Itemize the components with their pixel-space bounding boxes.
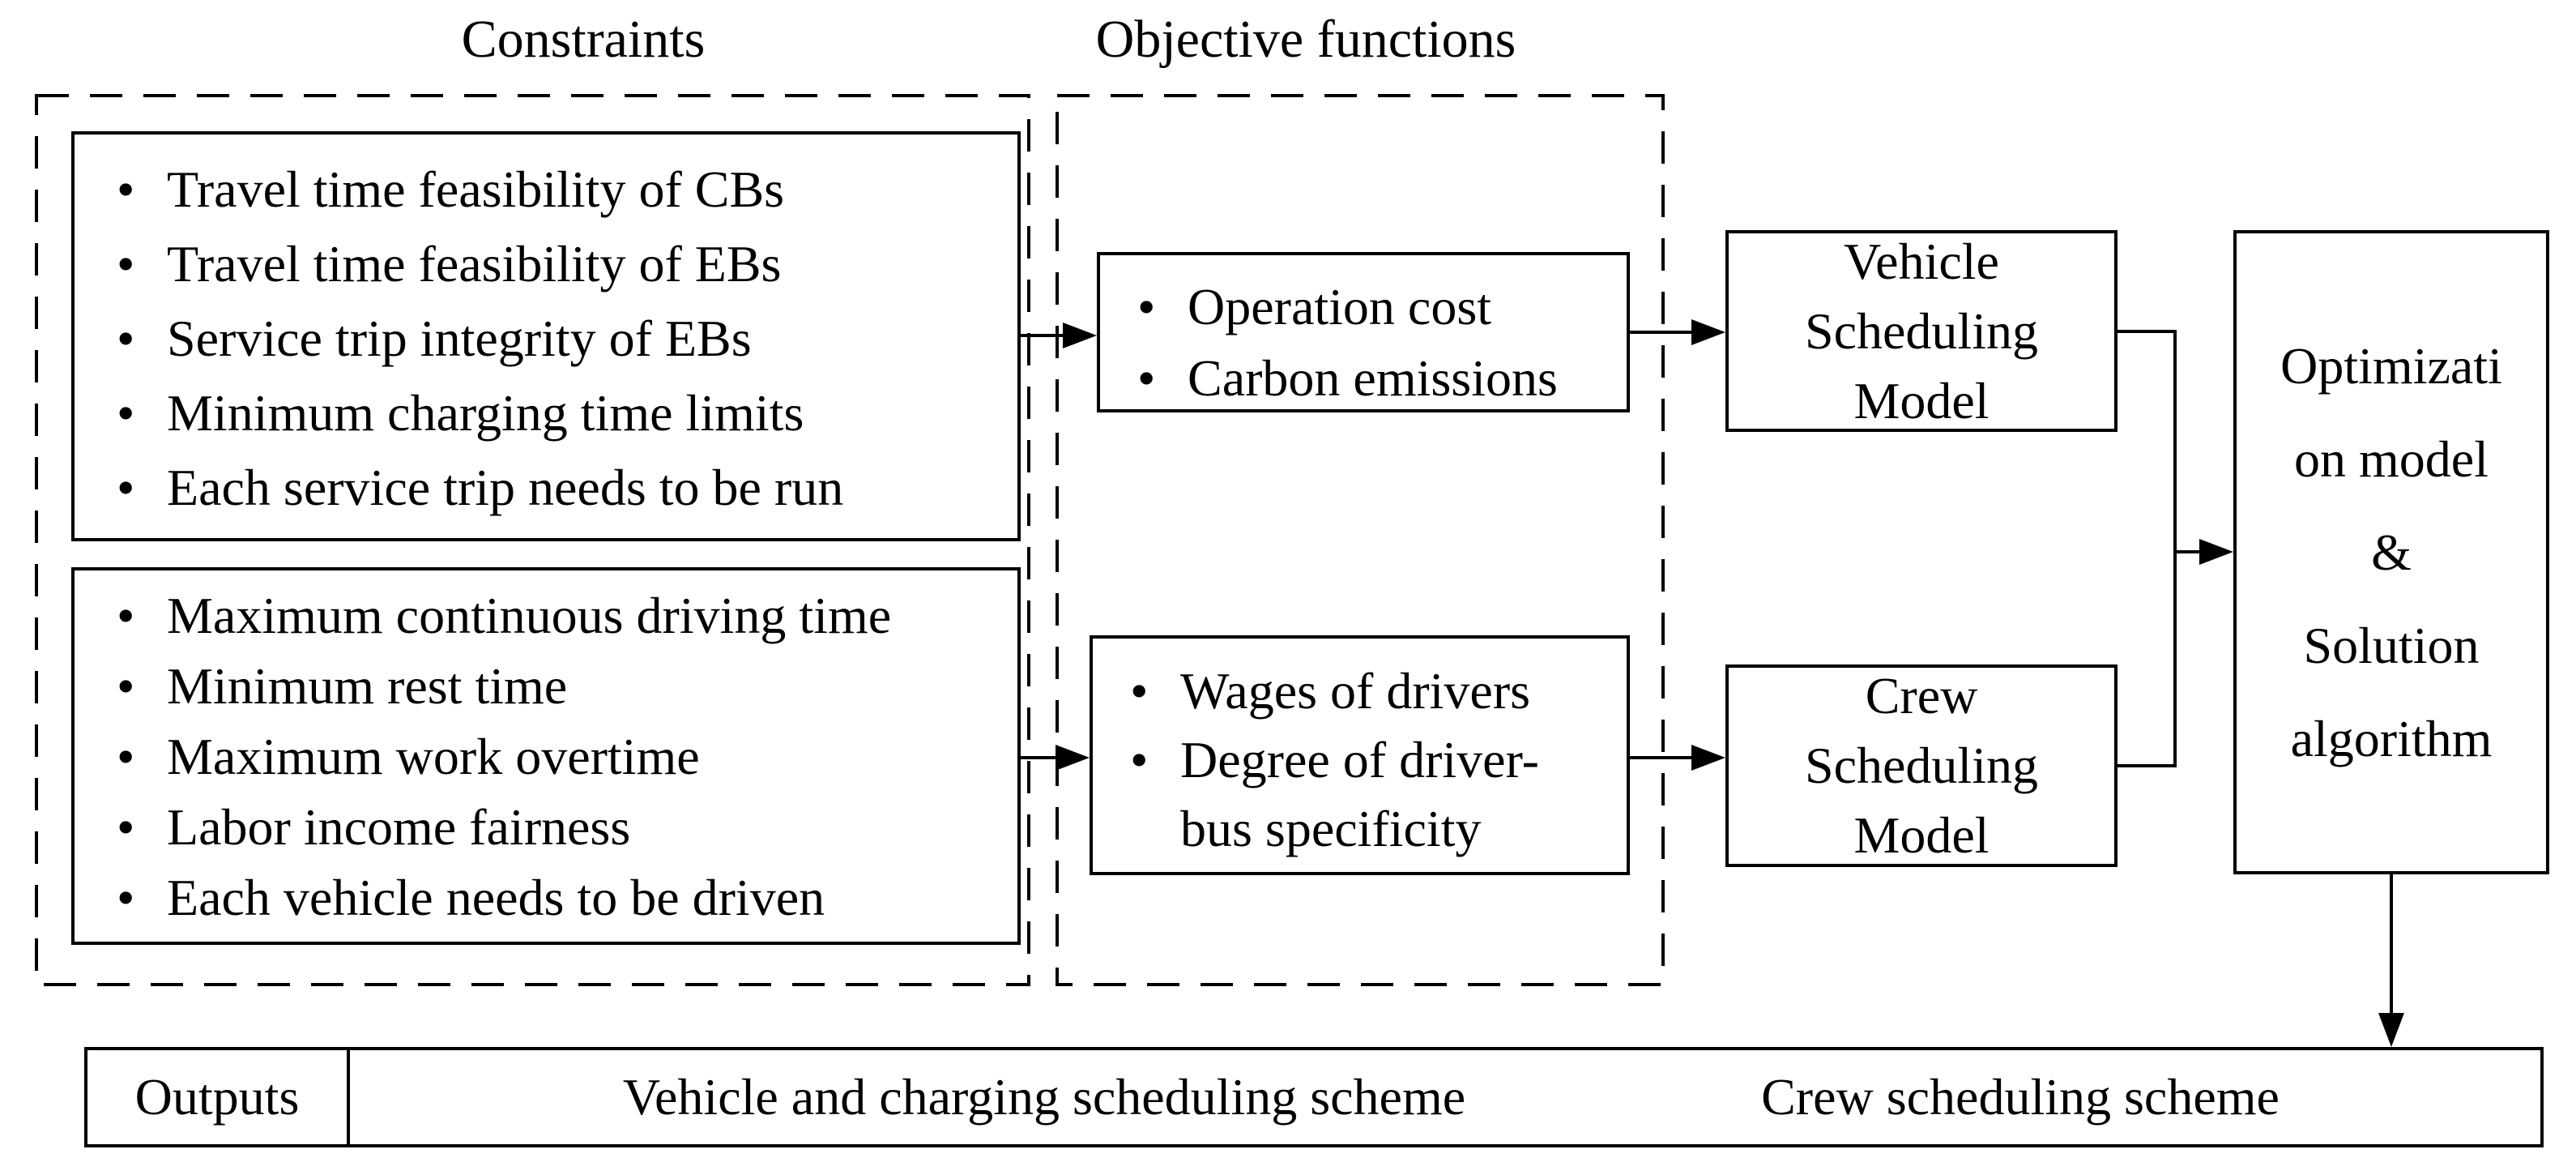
arrow-merge-to-optimization-head bbox=[2199, 539, 2233, 565]
list-item-continuation: bus specificity bbox=[1180, 799, 1482, 857]
objectives-dashed-box bbox=[1056, 94, 1665, 986]
list-item: Degree of driver- bbox=[1130, 725, 1627, 794]
constraints-group-2-box: Maximum continuous driving time Minimum … bbox=[71, 567, 1021, 945]
arrow-constraints2-to-objectives2-head bbox=[1056, 745, 1090, 771]
vehicle-scheduling-model-box: Vehicle Scheduling Model bbox=[1725, 230, 2118, 432]
constraints-group-1-list: Travel time feasibility of CBs Travel ti… bbox=[75, 135, 1017, 525]
list-item: Carbon emissions bbox=[1137, 343, 1627, 414]
list-item: Labor income fairness bbox=[117, 792, 1017, 862]
list-item: Each vehicle needs to be driven bbox=[117, 862, 1017, 933]
list-item: Maximum continuous driving time bbox=[117, 580, 1017, 651]
vehicle-charging-scheme-label: Vehicle and charging scheduling scheme bbox=[622, 1068, 1466, 1126]
list-item: Minimum rest time bbox=[117, 651, 1017, 721]
outputs-label: Outputs bbox=[134, 1068, 300, 1126]
outputs-divider bbox=[347, 1050, 350, 1144]
model-label-line: algorithm bbox=[2290, 710, 2493, 767]
model-label-line: & bbox=[2371, 523, 2412, 581]
crew-scheduling-model-box: Crew Scheduling Model bbox=[1725, 664, 2118, 867]
model-label-line: Optimizati bbox=[2280, 337, 2502, 395]
model-label-line: on model bbox=[2294, 430, 2489, 488]
model-label-line: Scheduling bbox=[1805, 301, 2038, 360]
objectives-group-2-box: Wages of drivers Degree of driver- bus s… bbox=[1090, 635, 1630, 875]
constraints-dashed-box bbox=[35, 94, 1030, 986]
model-label-line: Vehicle bbox=[1844, 232, 1999, 290]
arrow-optimization-to-outputs-head bbox=[2378, 1013, 2404, 1047]
model-label-line: Model bbox=[1853, 806, 1990, 864]
objectives-group-2-list: Wages of drivers Degree of driver- bus s… bbox=[1093, 639, 1627, 863]
constraints-title: Constraints bbox=[461, 10, 706, 69]
arrow-objectives2-to-crew-head bbox=[1691, 745, 1725, 771]
crew-scheme-label: Crew scheduling scheme bbox=[1761, 1068, 2280, 1126]
merge-connector bbox=[2118, 330, 2177, 767]
list-item: Maximum work overtime bbox=[117, 721, 1017, 792]
list-item: Operation cost bbox=[1137, 271, 1627, 343]
objectives-group-1-list: Operation cost Carbon emissions bbox=[1100, 255, 1627, 414]
model-label-line: Scheduling bbox=[1805, 737, 2038, 794]
constraints-group-1-box: Travel time feasibility of CBs Travel ti… bbox=[71, 131, 1021, 541]
optimization-model-box: Optimizati on model & Solution algorithm bbox=[2233, 230, 2549, 874]
list-item: Travel time feasibility of CBs bbox=[117, 152, 1017, 227]
objectives-group-1-box: Operation cost Carbon emissions bbox=[1097, 252, 1630, 412]
model-label-line: Crew bbox=[1865, 667, 1978, 724]
arrow-objectives1-to-vehicle-head bbox=[1691, 319, 1725, 345]
objectives-title: Objective functions bbox=[1095, 10, 1516, 69]
model-label-line: Model bbox=[1853, 371, 1990, 429]
list-item: Travel time feasibility of EBs bbox=[117, 227, 1017, 301]
arrow-constraints1-to-objectives1-head bbox=[1063, 323, 1097, 348]
constraints-group-2-list: Maximum continuous driving time Minimum … bbox=[75, 570, 1017, 933]
list-item: Each service trip needs to be run bbox=[117, 451, 1017, 525]
model-label-line: Solution bbox=[2303, 617, 2480, 674]
list-item: Wages of drivers bbox=[1130, 656, 1627, 725]
outputs-bar: Outputs Vehicle and charging scheduling … bbox=[84, 1047, 2544, 1147]
list-item: Service trip integrity of EBs bbox=[117, 301, 1017, 376]
list-item: Minimum charging time limits bbox=[117, 376, 1017, 451]
